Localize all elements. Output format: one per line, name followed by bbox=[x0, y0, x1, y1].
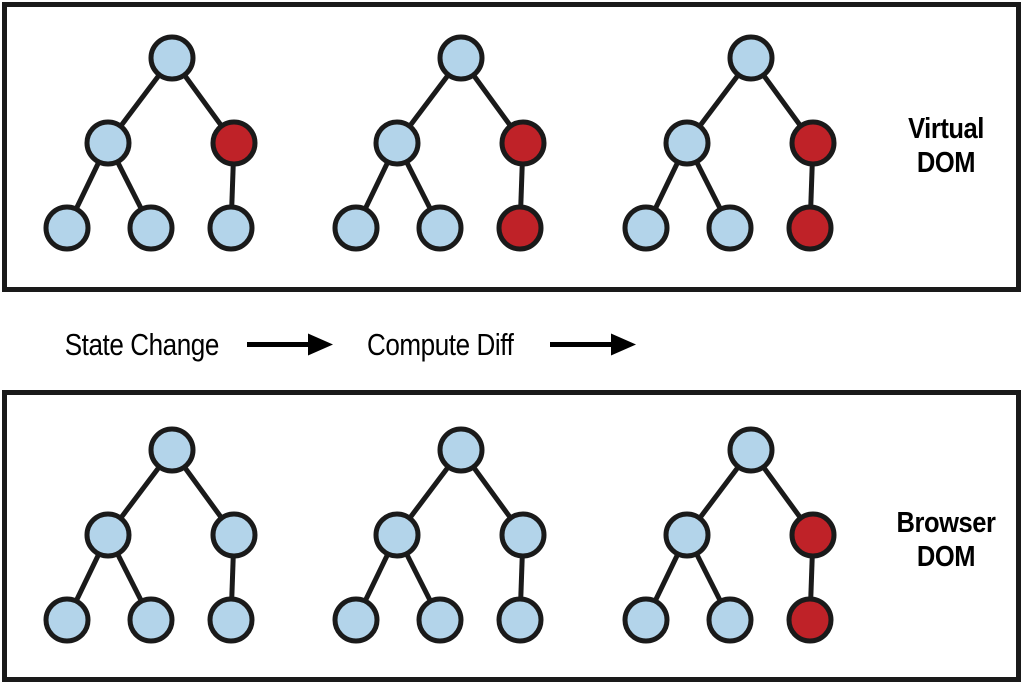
browser-dom-tree-1-rightLeaf-node bbox=[207, 596, 255, 644]
virtual-dom-tree-3 bbox=[622, 34, 837, 252]
virtual-dom-tree-2-leftLeaf2-node bbox=[416, 204, 464, 252]
arrow-right-icon bbox=[247, 333, 333, 356]
arrow-right-icon bbox=[550, 333, 636, 356]
virtual-dom-title-line2: DOM bbox=[916, 147, 976, 179]
browser-dom-tree-2-right-node bbox=[499, 511, 547, 559]
virtual-dom-tree-3-rightLeaf-node bbox=[786, 204, 834, 252]
browser-dom-tree-3-leftLeaf2-node bbox=[706, 596, 754, 644]
browser-dom-tree-2-left-node bbox=[373, 511, 421, 559]
browser-dom-title: Browser DOM bbox=[871, 506, 1021, 574]
virtual-dom-tree-2-root-node bbox=[437, 34, 485, 82]
virtual-dom-tree-1 bbox=[43, 34, 258, 252]
virtual-dom-tree-2 bbox=[332, 34, 547, 252]
virtual-dom-tree-2-right-node bbox=[499, 119, 547, 167]
virtual-dom-tree-1-root-node bbox=[148, 34, 196, 82]
browser-dom-tree-1 bbox=[43, 426, 258, 644]
flow-step-compute-diff-label: Compute Diff bbox=[366, 327, 514, 362]
browser-dom-tree-2 bbox=[332, 426, 547, 644]
browser-dom-tree-1-root-node bbox=[148, 426, 196, 474]
flow-step-state-change-label: State Change bbox=[64, 327, 220, 362]
virtual-dom-tree-1-right-node bbox=[210, 119, 258, 167]
virtual-dom-tree-2-leftLeaf1-node bbox=[332, 204, 380, 252]
virtual-dom-tree-2-rightLeaf-node bbox=[496, 204, 544, 252]
browser-dom-tree-1-left-node bbox=[84, 511, 132, 559]
virtual-dom-tree-3-root-node bbox=[727, 34, 775, 82]
browser-dom-tree-2-rightLeaf-node bbox=[496, 596, 544, 644]
browser-dom-tree-3-root-node bbox=[727, 426, 775, 474]
browser-dom-tree-3-right-node bbox=[789, 511, 837, 559]
virtual-dom-tree-1-leftLeaf1-node bbox=[43, 204, 91, 252]
virtual-dom-tree-1-left-node bbox=[84, 119, 132, 167]
virtual-dom-tree-1-leftLeaf2-node bbox=[127, 204, 175, 252]
browser-dom-tree-1-leftLeaf1-node bbox=[43, 596, 91, 644]
virtual-dom-title-line1: Virtual bbox=[908, 113, 984, 145]
flow-step-state-change: State Change bbox=[42, 327, 242, 363]
virtual-dom-title: Virtual DOM bbox=[871, 112, 1021, 180]
browser-dom-tree-1-leftLeaf2-node bbox=[127, 596, 175, 644]
browser-dom-tree-2-leftLeaf1-node bbox=[332, 596, 380, 644]
browser-dom-tree-3-left-node bbox=[663, 511, 711, 559]
virtual-dom-tree-3-leftLeaf1-node bbox=[622, 204, 670, 252]
virtual-dom-tree-2-left-node bbox=[373, 119, 421, 167]
virtual-dom-tree-3-leftLeaf2-node bbox=[706, 204, 754, 252]
browser-dom-tree-3-rightLeaf-node bbox=[786, 596, 834, 644]
browser-dom-tree-3-leftLeaf1-node bbox=[622, 596, 670, 644]
browser-dom-tree-3 bbox=[622, 426, 837, 644]
virtual-dom-tree-1-rightLeaf-node bbox=[207, 204, 255, 252]
flow-step-compute-diff: Compute Diff bbox=[340, 327, 540, 363]
virtual-dom-tree-3-left-node bbox=[663, 119, 711, 167]
browser-dom-title-line2: DOM bbox=[916, 541, 976, 573]
browser-dom-title-line1: Browser bbox=[896, 507, 996, 539]
virtual-dom-tree-3-right-node bbox=[789, 119, 837, 167]
browser-dom-tree-2-leftLeaf2-node bbox=[416, 596, 464, 644]
browser-dom-tree-2-root-node bbox=[437, 426, 485, 474]
browser-dom-tree-1-right-node bbox=[210, 511, 258, 559]
